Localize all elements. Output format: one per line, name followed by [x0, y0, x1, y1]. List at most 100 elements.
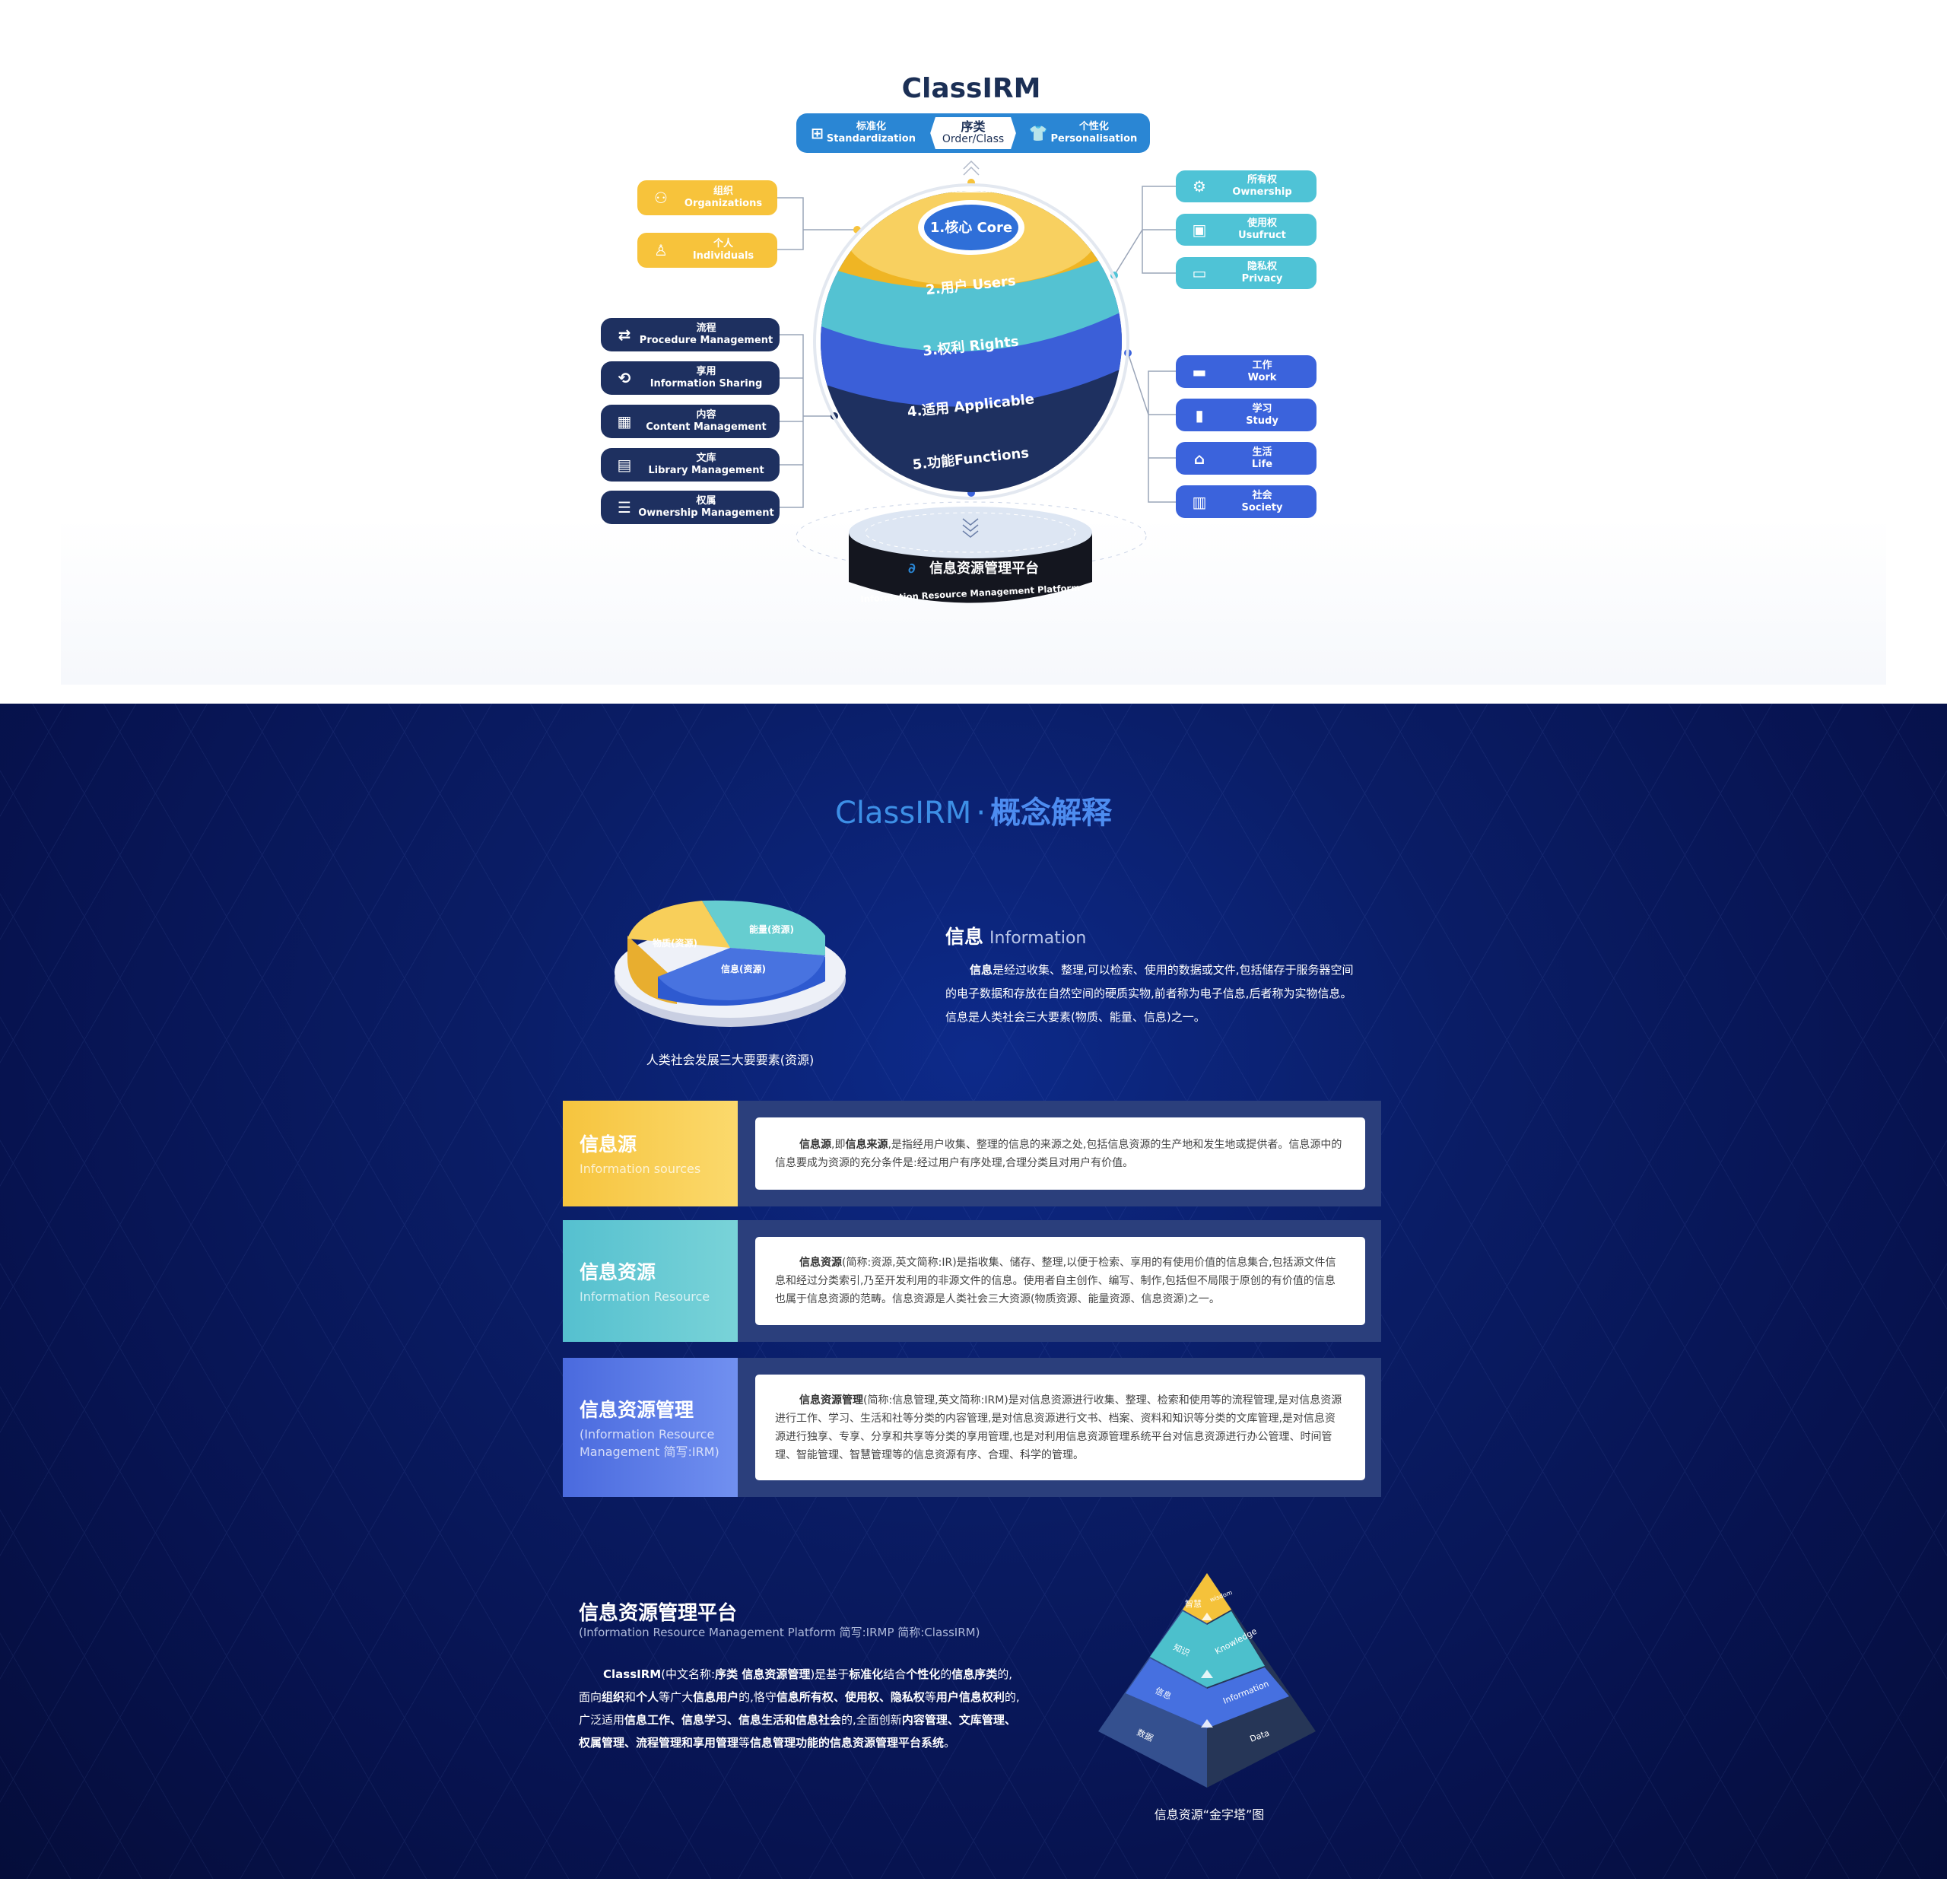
label-zh: 个性化	[1078, 121, 1109, 132]
label-zh: 标准化	[856, 121, 886, 132]
shirt-icon: 👕	[1028, 124, 1048, 142]
home-icon: ⌂	[1193, 449, 1205, 468]
page-footer-strip	[0, 1879, 1947, 1904]
core	[924, 205, 1018, 250]
label-en: Study	[1246, 415, 1278, 427]
card-body: 信息资源管理(简称:信息管理,英文简称:IRM)是对信息资源进行收集、整理、检索…	[755, 1375, 1365, 1480]
bold-term: ClassIRM	[603, 1667, 662, 1681]
label-zh: 享用	[696, 366, 716, 377]
building-icon: ▥	[1192, 492, 1207, 511]
text: 的,全面创新	[841, 1713, 902, 1727]
bold-term: 标准化	[849, 1667, 884, 1681]
bold-term: 序类 信息资源管理	[715, 1667, 811, 1681]
pie-label-information: 信息(资源)	[721, 963, 766, 974]
bold-term: 信息管理功能的信息资源管理平台系统	[750, 1736, 945, 1750]
label-en: Content Management	[646, 421, 767, 433]
layer-sphere: 1.核心 Core 2.用户 Users 3.权利 Rights 4.适用 Ap…	[813, 183, 1129, 500]
pie-label-matter: 物质(资源)	[653, 937, 697, 949]
card-subtitle: (Information Resource Management 简写:IRM)	[580, 1426, 719, 1459]
card-body: 信息资源(简称:资源,英文简称:IR)是指收集、储存、整理,以便于检索、享用的有…	[755, 1237, 1365, 1325]
text: 和	[624, 1690, 637, 1704]
resources-pie-chart: 物质(资源) 能量(资源) 信息(资源)	[615, 900, 846, 1027]
label-zh: 内容	[696, 409, 716, 421]
bold-term: 用户信息权利	[935, 1690, 1005, 1704]
bold-term: 信息序类	[951, 1667, 998, 1681]
pyramid-caption: 信息资源“金字塔”图	[1154, 1807, 1265, 1822]
card-title: 信息资源管理	[580, 1398, 694, 1421]
label-en: Work	[1247, 371, 1277, 383]
label-zh: 权属	[696, 495, 716, 507]
text: ,是指经用户收集、整理的信息的来源之处,包括信息资源的生产地和发生地或提供者。信…	[775, 1138, 1342, 1169]
label-zh: 学习	[1252, 402, 1272, 415]
label-en: Society	[1241, 501, 1283, 513]
pie-slice-energy	[702, 900, 825, 955]
label-en: Privacy	[1241, 273, 1283, 284]
text: 。	[944, 1736, 956, 1750]
book-icon: ▮	[1195, 405, 1204, 424]
monitor-icon: ▣	[1192, 221, 1207, 239]
card-title: 信息源	[580, 1133, 637, 1155]
label-en: Usufruct	[1238, 230, 1286, 241]
bold-term: 信息用户	[693, 1690, 739, 1704]
label-en: Order/Class	[942, 133, 1005, 145]
heading-en: Information	[989, 929, 1087, 948]
text: 等	[924, 1690, 936, 1704]
bold-term: 信息	[970, 963, 993, 977]
label-en: Personalisation	[1050, 133, 1138, 145]
text: 的,广泛适用	[579, 1690, 1020, 1727]
up-arrow-icons	[1201, 1613, 1213, 1728]
heading-zh: 信息	[945, 926, 984, 948]
platform-description: ClassIRM(中文名称:序类 信息资源管理)是基于标准化结合个性化的信息序类…	[579, 1663, 1020, 1754]
card-subtitle: Information sources	[580, 1162, 701, 1176]
platform-subtitle: (Information Resource Management Platfor…	[579, 1626, 980, 1639]
bold-term: 个性化	[906, 1667, 941, 1681]
text: (简称:资源,英文简称:IR)是指收集、储存、整理,以便于检索、享用的有使用价值…	[775, 1257, 1336, 1305]
text: ,即	[831, 1138, 846, 1151]
share-icon: ⟲	[618, 369, 631, 387]
bold-term: 信息资源	[799, 1257, 842, 1269]
label-en: Library Management	[648, 465, 764, 476]
bold-term: 信息资源管理	[799, 1394, 863, 1407]
label-en: Ownership	[1232, 186, 1292, 198]
bold-term: 信息源	[799, 1138, 831, 1151]
chevrons-down-icon	[962, 518, 979, 538]
text: 的,面向	[579, 1667, 1013, 1704]
label-zh: 文库	[696, 453, 716, 464]
card-title: 信息资源	[580, 1260, 656, 1283]
text: 结合	[883, 1667, 907, 1681]
blocks-icon: ▦	[617, 412, 632, 431]
bold-term: 组织	[602, 1690, 625, 1704]
library-icon: ▤	[617, 456, 632, 474]
title-en: ClassIRM	[834, 796, 972, 831]
label-zh: 隐私权	[1247, 261, 1277, 272]
platform-base: ∂ 信息资源管理平台 Information Resource Manageme…	[849, 507, 1092, 605]
sphere-outline	[813, 183, 1129, 500]
bold-term: 信息所有权、使用权、隐私权	[776, 1690, 925, 1704]
text: 等广大	[659, 1690, 694, 1704]
pyramid-label-wisdom-zh: 智慧	[1185, 1598, 1202, 1609]
label-zh: 社会	[1252, 489, 1272, 501]
pie-slice-information	[658, 948, 825, 1000]
label-en: Individuals	[692, 250, 754, 262]
label-zh: 使用权	[1247, 218, 1277, 229]
bold-term: 信息工作、信息学习、信息生活和信息社会	[624, 1713, 842, 1727]
label-en: Information Sharing	[650, 378, 763, 389]
